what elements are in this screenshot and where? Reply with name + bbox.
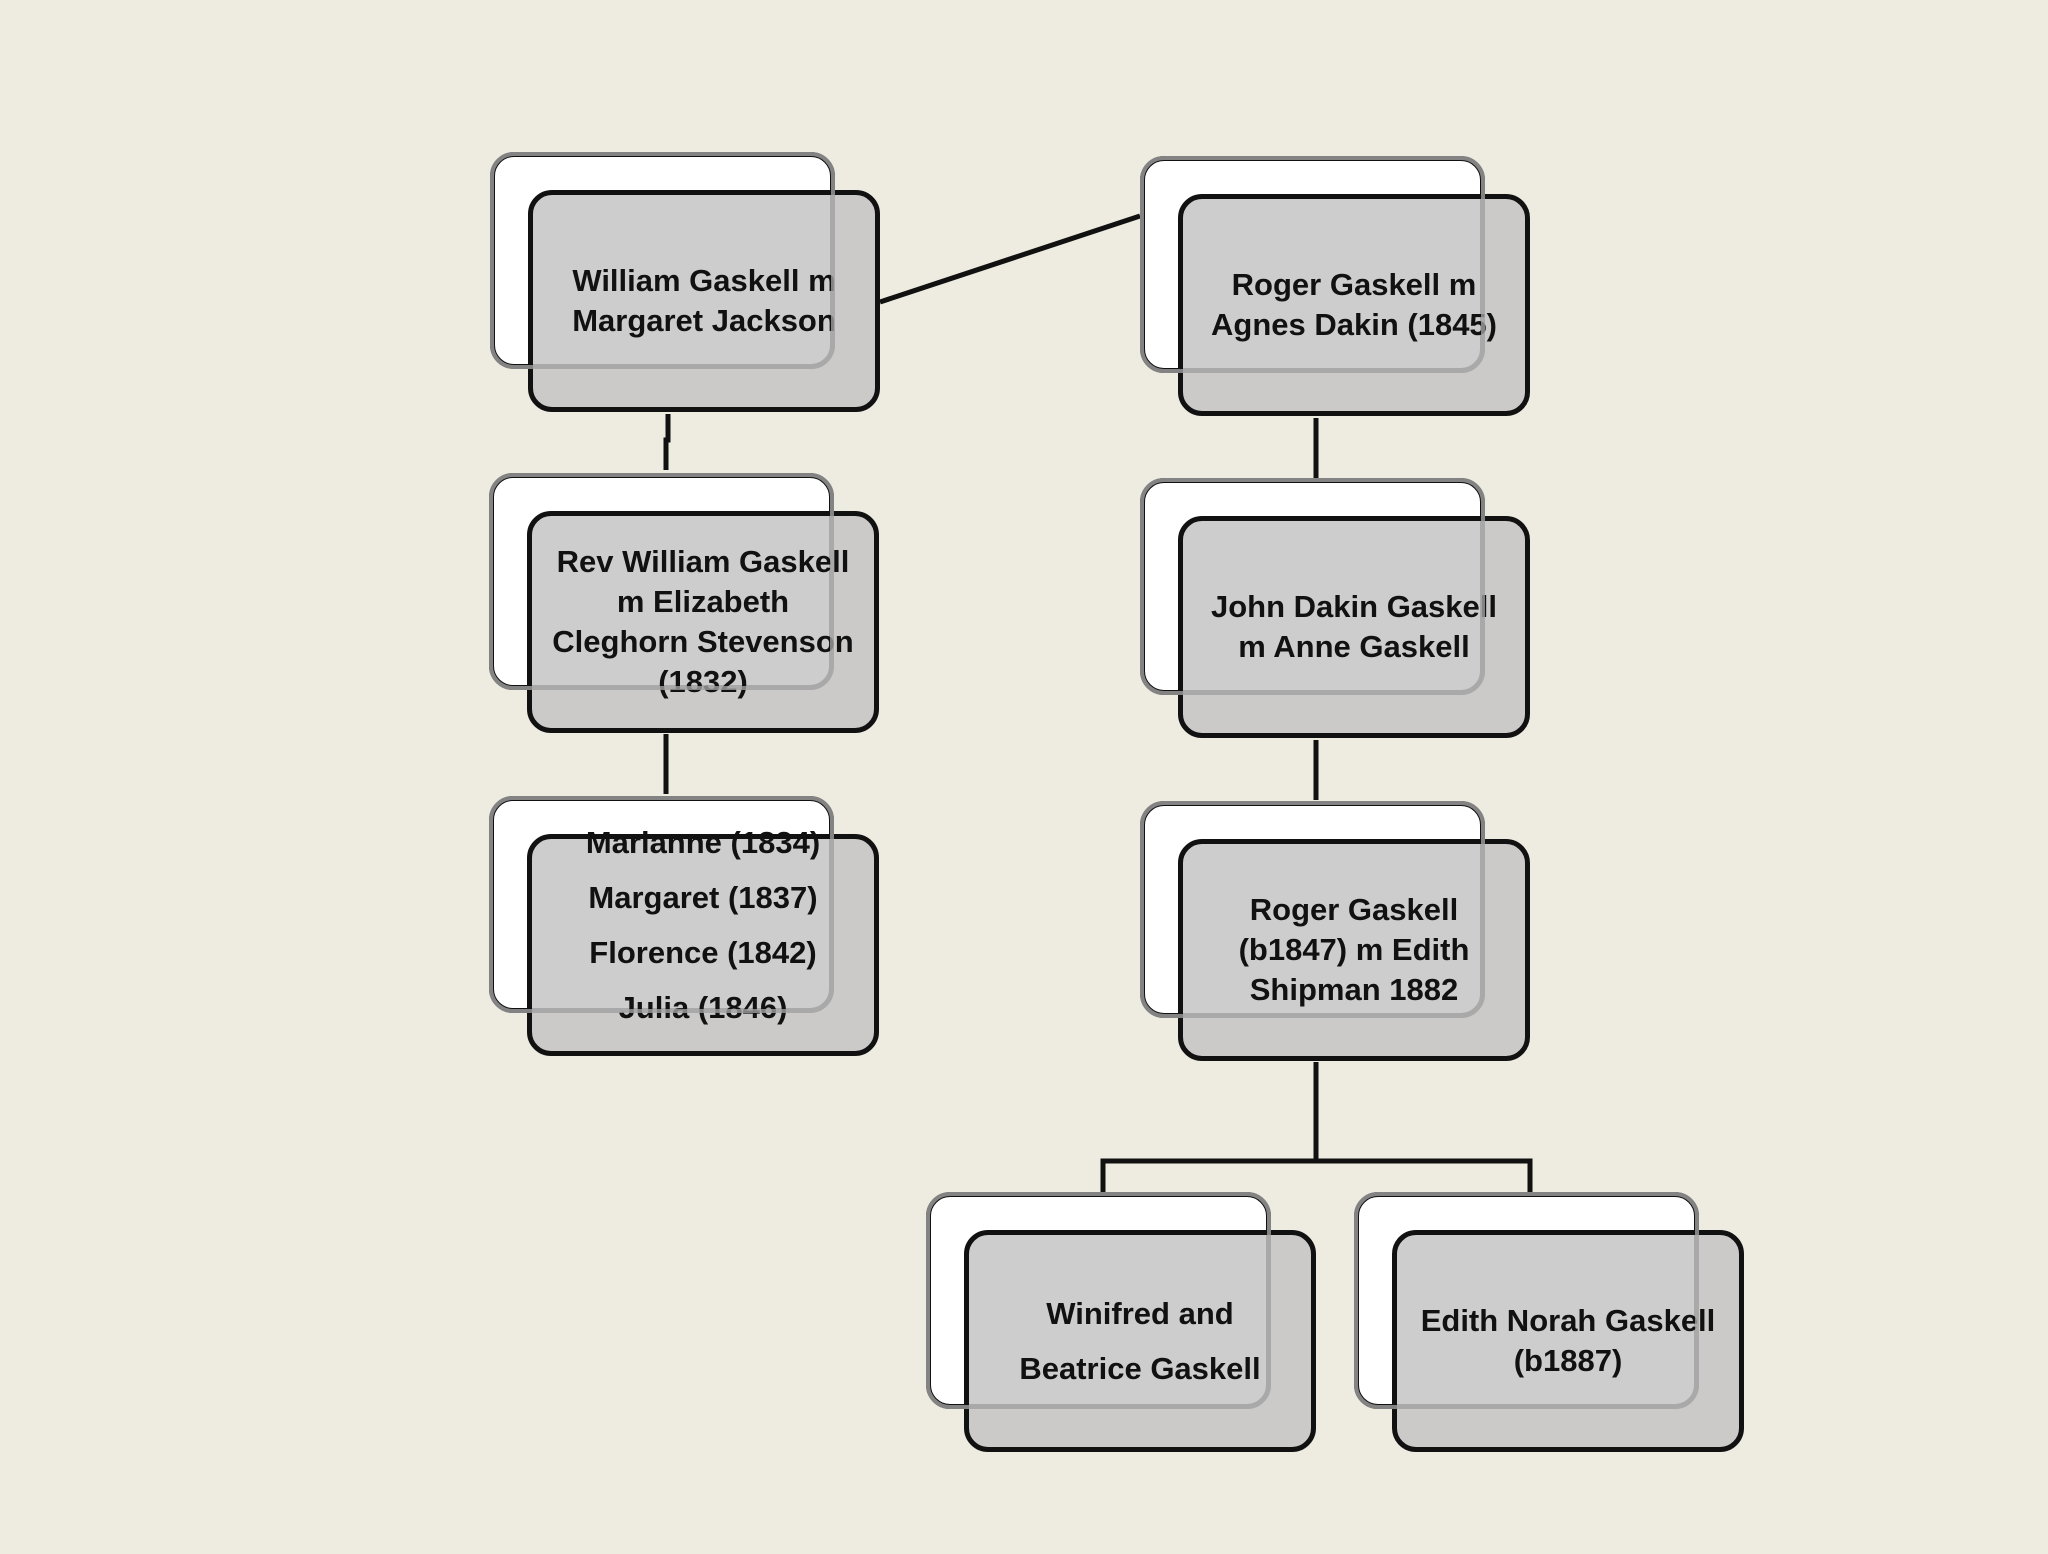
node-label: Roger Gaskell m Agnes Dakin (1845) bbox=[1211, 267, 1497, 342]
list-item: Marianne (1834) bbox=[585, 825, 821, 860]
list-item: Florence (1842) bbox=[589, 935, 817, 970]
node-william-gaskell: William Gaskell m Margaret Jackson bbox=[490, 152, 880, 412]
node-label-line1: Winifred and bbox=[1046, 1296, 1234, 1331]
node-label: Rev William Gaskell m Elizabeth Cleghorn… bbox=[552, 544, 854, 699]
node-roger-gaskell-edith: Roger Gaskell (b1847) m Edith Shipman 18… bbox=[1140, 801, 1530, 1061]
node-label-line2: Beatrice Gaskell bbox=[1019, 1351, 1261, 1386]
node-label: Edith Norah Gaskell (b1887) bbox=[1420, 1303, 1716, 1378]
node-daughters: Marianne (1834) Margaret (1837) Florence… bbox=[489, 796, 879, 1056]
node-front-card: Roger Gaskell (b1847) m Edith Shipman 18… bbox=[1178, 839, 1530, 1061]
list-item: Julia (1846) bbox=[618, 990, 788, 1025]
node-label: William Gaskell m Margaret Jackson bbox=[572, 263, 836, 338]
node-front-card: Marianne (1834) Margaret (1837) Florence… bbox=[527, 825, 879, 1056]
node-front-card: Winifred and Beatrice Gaskell bbox=[964, 1230, 1316, 1452]
node-winifred-beatrice: Winifred and Beatrice Gaskell bbox=[926, 1192, 1316, 1452]
connector-fork bbox=[1100, 1158, 1533, 1192]
node-front-card: Rev William Gaskell m Elizabeth Cleghorn… bbox=[527, 511, 879, 733]
node-front-card: Edith Norah Gaskell (b1887) bbox=[1392, 1230, 1744, 1452]
node-roger-gaskell-agnes: Roger Gaskell m Agnes Dakin (1845) bbox=[1140, 156, 1530, 416]
node-edith-norah-gaskell: Edith Norah Gaskell (b1887) bbox=[1354, 1192, 1744, 1452]
node-rev-william-gaskell: Rev William Gaskell m Elizabeth Cleghorn… bbox=[489, 473, 879, 733]
node-front-card: Roger Gaskell m Agnes Dakin (1845) bbox=[1178, 194, 1530, 416]
node-label: Roger Gaskell (b1847) m Edith Shipman 18… bbox=[1238, 892, 1470, 1007]
list-item: Margaret (1837) bbox=[588, 880, 818, 915]
node-front-card: William Gaskell m Margaret Jackson bbox=[528, 190, 880, 412]
connector-root-link bbox=[879, 213, 1141, 305]
connector-left-1 bbox=[663, 414, 671, 470]
node-front-card: John Dakin Gaskell m Anne Gaskell bbox=[1178, 516, 1530, 738]
node-label: John Dakin Gaskell m Anne Gaskell bbox=[1211, 589, 1497, 664]
node-john-dakin-gaskell: John Dakin Gaskell m Anne Gaskell bbox=[1140, 478, 1530, 738]
